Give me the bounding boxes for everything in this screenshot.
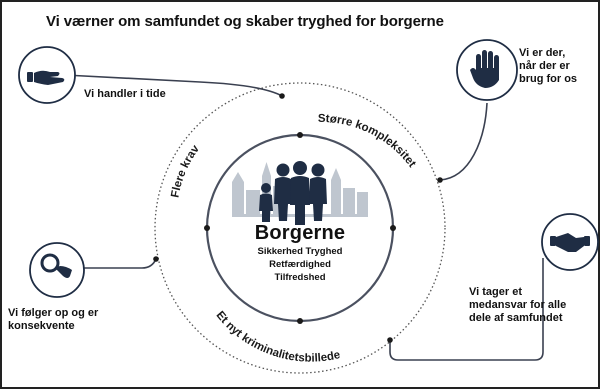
center-heading: Borgerne — [254, 222, 346, 244]
ring-node-left — [204, 225, 210, 231]
center-value-2: Retfærdighed — [269, 259, 331, 270]
hand-giving-icon — [27, 70, 65, 85]
connector-dot-tager — [387, 337, 393, 343]
handler-icon-circle — [18, 46, 76, 104]
connector-handler — [64, 74, 283, 97]
ring-node-top — [297, 132, 303, 138]
callout-der-line-1: Vi er der, — [519, 47, 566, 59]
foelger-icon-circle — [29, 242, 85, 298]
connector-dot-der — [437, 177, 443, 183]
citizens-family-icon — [259, 161, 327, 225]
center-value-1: Sikkerhed Tryghed — [257, 246, 343, 257]
tager-icon-circle — [541, 213, 599, 271]
ring-node-bottom — [297, 318, 303, 324]
callout-foelger-line-1: Vi følger op og er — [8, 307, 99, 319]
inner-ring — [205, 133, 395, 323]
callout-der-line-3: brug for os — [519, 73, 578, 85]
der-icon-circle — [456, 39, 518, 101]
handshake-icon — [550, 233, 590, 252]
magnifier-hand-icon — [40, 253, 72, 278]
outer-dotted-ring — [154, 82, 446, 374]
connector-der — [439, 102, 488, 181]
callout-tager-line-3: dele af samfundet — [469, 312, 563, 324]
callout-foelger-line-2: konsekvente — [8, 320, 75, 332]
page-title: Vi værner om samfundet og skaber tryghed… — [46, 13, 444, 30]
callout-handler: Vi handler i tide — [84, 88, 166, 100]
ring-node-right — [390, 225, 396, 231]
callout-tager-line-2: medansvar for alle — [469, 299, 567, 311]
callout-der-line-2: når der er — [519, 60, 570, 72]
center-value-3: Tilfredshed — [274, 272, 326, 283]
connector-tager — [389, 258, 544, 361]
ring-label-top-left: Flere krav — [169, 143, 202, 199]
stop-hand-icon — [470, 50, 499, 88]
connector-dot-handler — [279, 93, 285, 99]
connector-dot-foelger — [153, 256, 159, 262]
callout-tager-line-1: Vi tager et — [469, 286, 522, 298]
